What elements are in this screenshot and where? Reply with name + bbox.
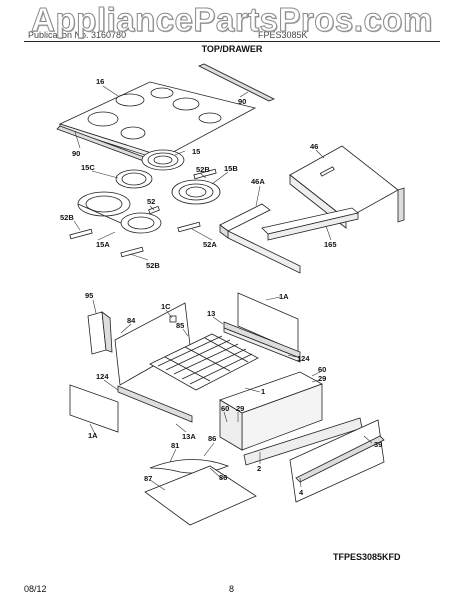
callout-90-left: 90 [72, 149, 80, 158]
leader-lines [73, 85, 373, 491]
callout-52b-bottom: 52B [146, 261, 160, 270]
callout-84: 84 [127, 316, 136, 325]
publication-number: Publication No. 3160780 [28, 30, 127, 40]
bracket-46a [219, 203, 301, 274]
callout-1a-top: 1A [279, 292, 289, 301]
callout-46: 46 [310, 142, 318, 151]
section-title: TOP/DRAWER [201, 44, 263, 54]
handle-39 [295, 435, 385, 483]
callout-29-right: 29 [318, 374, 326, 383]
callout-52b-left: 52B [60, 213, 74, 222]
callout-85: 85 [176, 321, 184, 330]
callout-13a: 13A [182, 432, 196, 441]
callout-81: 81 [171, 441, 179, 450]
callout-29-mid: 29 [236, 404, 244, 413]
rail-165 [261, 207, 359, 241]
callout-165: 165 [324, 240, 337, 249]
footer-page-number: 8 [229, 584, 235, 594]
slide-rail-13 [223, 321, 301, 363]
side-panel-1a-left [69, 384, 119, 433]
model-code: TFPES3085KFD [333, 552, 401, 562]
callout-60-right: 60 [318, 365, 326, 374]
callout-95: 95 [85, 291, 93, 300]
callout-1c: 1C [161, 302, 171, 311]
callout-15a: 15A [96, 240, 110, 249]
brackets-52 [69, 168, 217, 258]
callout-60-mid: 60 [221, 404, 229, 413]
callout-1: 1 [261, 387, 265, 396]
callout-86-top: 86 [208, 434, 216, 443]
burner-15c [115, 169, 153, 189]
burner-15 [141, 149, 185, 171]
cooktop-glass [58, 81, 257, 162]
drawer-rack [149, 333, 259, 391]
callout-1a-left: 1A [88, 431, 98, 440]
callout-124-left: 124 [96, 372, 109, 381]
header-rule [24, 41, 440, 42]
part-95 [87, 311, 113, 355]
callout-15b: 15B [224, 164, 238, 173]
callout-16: 16 [96, 77, 104, 86]
burner-15b [171, 179, 221, 205]
callout-13: 13 [207, 309, 215, 318]
callout-39: 39 [374, 440, 382, 449]
callout-52: 52 [147, 197, 155, 206]
callout-4: 4 [299, 488, 304, 497]
footer-date: 08/12 [24, 584, 47, 594]
callout-124-right: 124 [297, 354, 310, 363]
callout-87: 87 [144, 474, 152, 483]
trim-strip-90-top [198, 63, 275, 102]
callout-46a: 46A [251, 177, 265, 186]
publication-model: FPES3085K [258, 30, 308, 40]
drawer-bottom-87 [144, 465, 257, 526]
callout-90-top: 90 [238, 97, 246, 106]
callout-15: 15 [192, 147, 200, 156]
callout-2: 2 [257, 464, 261, 473]
drawer-box-1 [219, 371, 323, 451]
burner-15a-dual [77, 191, 162, 234]
watermark: AppliancePartsPros.com [31, 1, 433, 39]
callout-52b-top: 52B [196, 165, 210, 174]
callout-86-bottom: 86 [219, 473, 227, 482]
callout-52a: 52A [203, 240, 217, 249]
slide-rail-124-left [117, 385, 193, 423]
callout-15c: 15C [81, 163, 95, 172]
callout-labels: 16 90 90 15 15C 52B 15B 52 52B 15A 52B 5… [60, 77, 382, 497]
